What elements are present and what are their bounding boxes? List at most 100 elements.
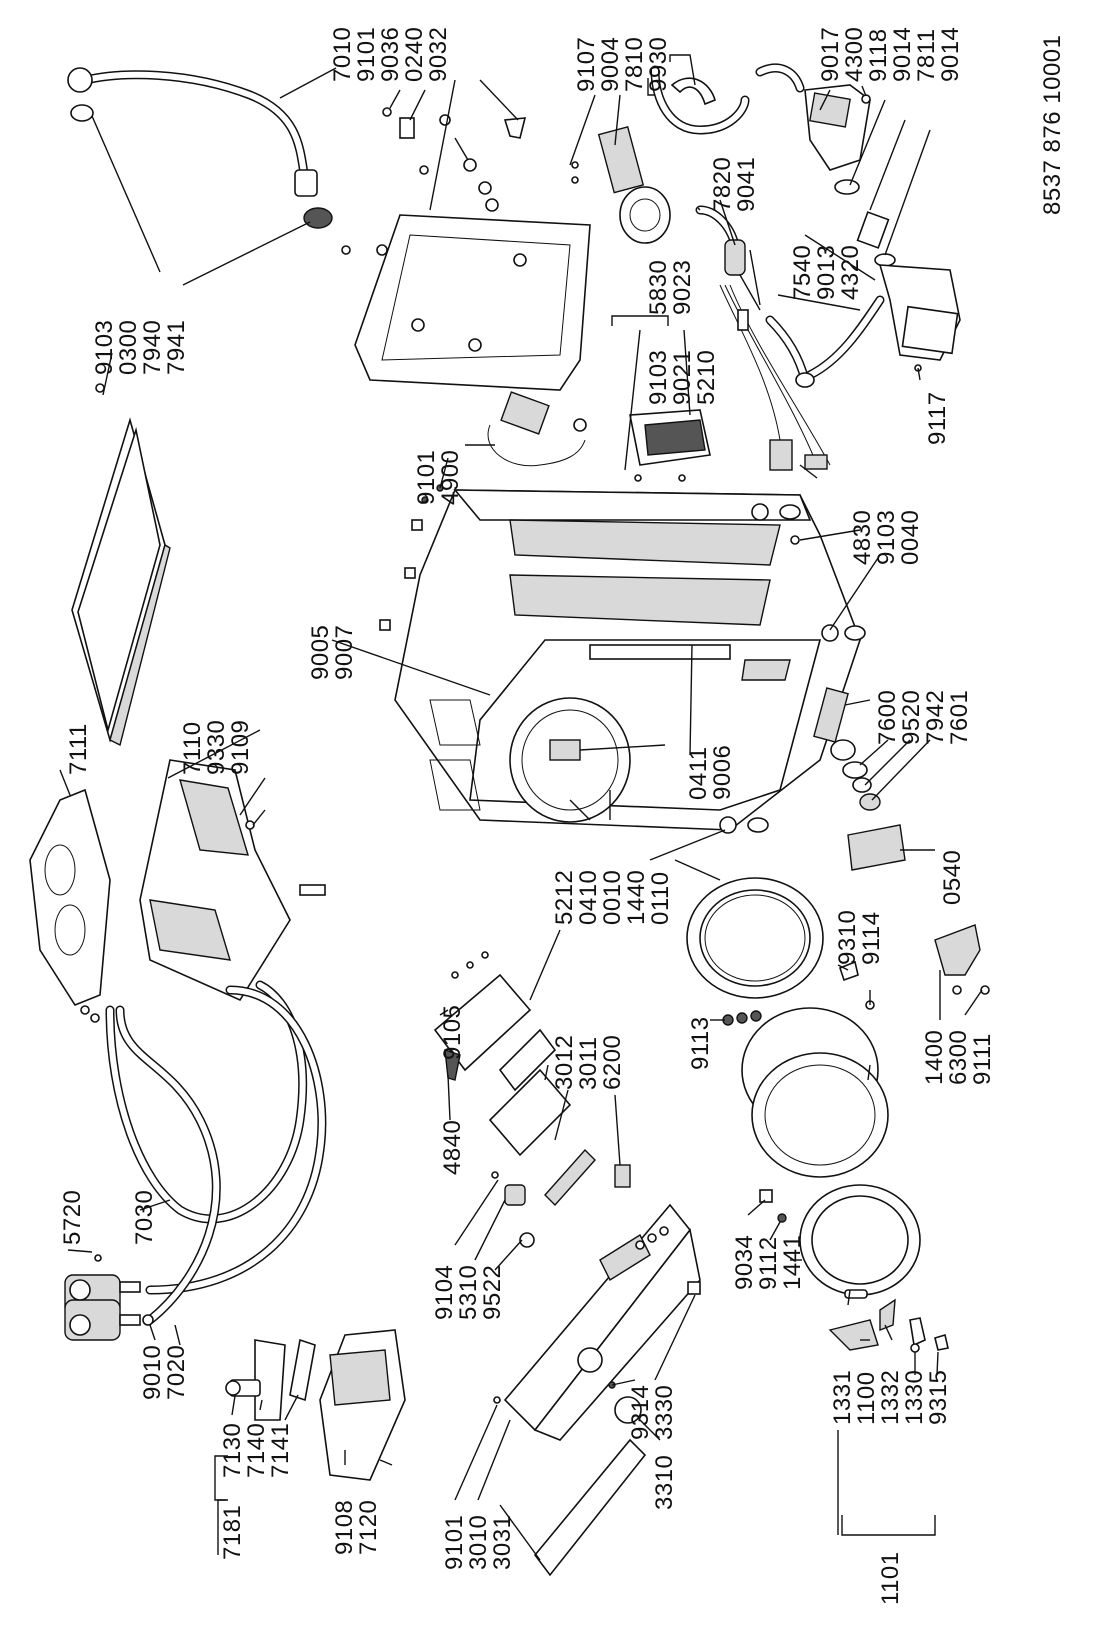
inlet-hose-part bbox=[67, 67, 333, 229]
label-7141: 7141 bbox=[267, 1423, 294, 1478]
label-5720: 5720 bbox=[59, 1190, 86, 1245]
label-9041: 9041 bbox=[733, 157, 760, 212]
door-lock-part bbox=[487, 391, 587, 467]
label-3011: 3011 bbox=[575, 1036, 602, 1090]
label-9108: 9108 bbox=[331, 1500, 358, 1555]
label-7010: 7010 bbox=[329, 27, 356, 82]
top-cover-part bbox=[71, 417, 171, 747]
control-panel-part bbox=[503, 1203, 701, 1441]
label-9017: 9017 bbox=[817, 27, 844, 82]
part-labels: 8537 876 10001 9103 0300 7940 7941 7010 … bbox=[59, 27, 1066, 1605]
label-0540: 0540 bbox=[939, 850, 966, 905]
label-9021: 9021 bbox=[669, 350, 696, 405]
label-9520: 9520 bbox=[898, 690, 925, 745]
label-0010: 0010 bbox=[599, 870, 626, 925]
label-1332: 1332 bbox=[877, 1370, 904, 1425]
cabinet-part bbox=[394, 489, 861, 831]
label-9330: 9330 bbox=[203, 720, 230, 775]
label-7601: 7601 bbox=[946, 690, 973, 745]
label-6200: 6200 bbox=[599, 1035, 626, 1090]
label-9010: 9010 bbox=[139, 1345, 166, 1400]
label-5830: 5830 bbox=[645, 260, 672, 315]
label-1331: 1331 bbox=[829, 1370, 856, 1425]
group-brackets bbox=[217, 1430, 839, 1555]
washer-part bbox=[70, 104, 94, 122]
dispenser-housing-part bbox=[139, 759, 326, 1002]
label-7181: 7181 bbox=[219, 1505, 246, 1560]
panel-cover-part bbox=[533, 1438, 647, 1577]
label-9032: 9032 bbox=[425, 27, 452, 82]
label-9101: 9101 bbox=[353, 27, 380, 82]
label-3010: 3010 bbox=[465, 1515, 492, 1570]
label-5210: 5210 bbox=[693, 350, 720, 405]
label-7140: 7140 bbox=[243, 1423, 270, 1478]
label-7941: 7941 bbox=[163, 320, 190, 375]
leader-lines bbox=[59, 54, 983, 1561]
cable-4840-part bbox=[444, 1048, 461, 1081]
label-9105: 9105 bbox=[439, 1005, 466, 1060]
label-4900: 4900 bbox=[437, 450, 464, 505]
wiring-harness-part bbox=[719, 284, 831, 471]
feet-part bbox=[719, 503, 866, 834]
label-9023: 9023 bbox=[669, 260, 696, 315]
label-9315: 9315 bbox=[925, 1370, 952, 1425]
label-6300: 6300 bbox=[945, 1030, 972, 1085]
label-7940: 7940 bbox=[139, 320, 166, 375]
label-9930: 9930 bbox=[645, 37, 672, 92]
label-0411: 0411 bbox=[685, 746, 712, 800]
program-knob-part bbox=[608, 1381, 642, 1424]
label-5310: 5310 bbox=[455, 1265, 482, 1320]
label-7600: 7600 bbox=[874, 690, 901, 745]
dispenser-cover-part bbox=[29, 788, 111, 1023]
clip-9034 bbox=[759, 1189, 787, 1223]
label-9034: 9034 bbox=[731, 1235, 758, 1290]
label-3330: 3330 bbox=[651, 1385, 678, 1440]
label-9113: 9113 bbox=[687, 1016, 714, 1070]
electronic-module-part bbox=[629, 409, 711, 482]
screw-set-rear bbox=[341, 107, 527, 255]
pressure-switch-part bbox=[571, 126, 671, 244]
label-5212: 5212 bbox=[551, 870, 578, 925]
label-9118: 9118 bbox=[865, 28, 892, 82]
label-9114: 9114 bbox=[858, 911, 885, 965]
label-7942: 7942 bbox=[922, 690, 949, 745]
label-3031: 3031 bbox=[489, 1515, 516, 1570]
label-9036: 9036 bbox=[377, 27, 404, 82]
label-1330: 1330 bbox=[901, 1370, 928, 1425]
label-3012: 3012 bbox=[551, 1035, 578, 1090]
label-9014-second: 9014 bbox=[937, 27, 964, 82]
label-9107: 9107 bbox=[573, 37, 600, 92]
label-7540: 7540 bbox=[789, 245, 816, 300]
label-9101-lock: 9101 bbox=[413, 450, 440, 505]
door-seal-part bbox=[686, 877, 824, 999]
label-9013: 9013 bbox=[813, 245, 840, 300]
label-9117: 9117 bbox=[924, 391, 951, 445]
label-9103: 9103 bbox=[91, 320, 118, 375]
door-ring-part bbox=[799, 1184, 921, 1296]
inlet-valve-part bbox=[64, 1254, 154, 1341]
label-7820: 7820 bbox=[709, 157, 736, 212]
label-1440: 1440 bbox=[623, 870, 650, 925]
misc-screws bbox=[95, 364, 922, 1404]
label-0410: 0410 bbox=[575, 870, 602, 925]
door-hinge-part bbox=[839, 924, 990, 1010]
label-4830: 4830 bbox=[849, 510, 876, 565]
label-9005: 9005 bbox=[307, 625, 334, 680]
label-7811: 7811 bbox=[913, 28, 940, 82]
control-board-part bbox=[433, 951, 631, 1207]
label-7130: 7130 bbox=[219, 1423, 246, 1478]
label-9006: 9006 bbox=[709, 745, 736, 800]
label-9007: 9007 bbox=[331, 625, 358, 680]
label-9101-panel: 9101 bbox=[441, 1515, 468, 1570]
label-7810: 7810 bbox=[621, 37, 648, 92]
sump-hose-part bbox=[765, 264, 961, 388]
label-9314: 9314 bbox=[627, 1385, 654, 1440]
label-3310: 3310 bbox=[651, 1455, 678, 1510]
label-1100: 1100 bbox=[853, 1371, 880, 1425]
label-9112: 9112 bbox=[755, 1236, 782, 1290]
label-7030: 7030 bbox=[131, 1190, 158, 1245]
rear-panel-part bbox=[354, 214, 591, 391]
label-9104: 9104 bbox=[431, 1265, 458, 1320]
